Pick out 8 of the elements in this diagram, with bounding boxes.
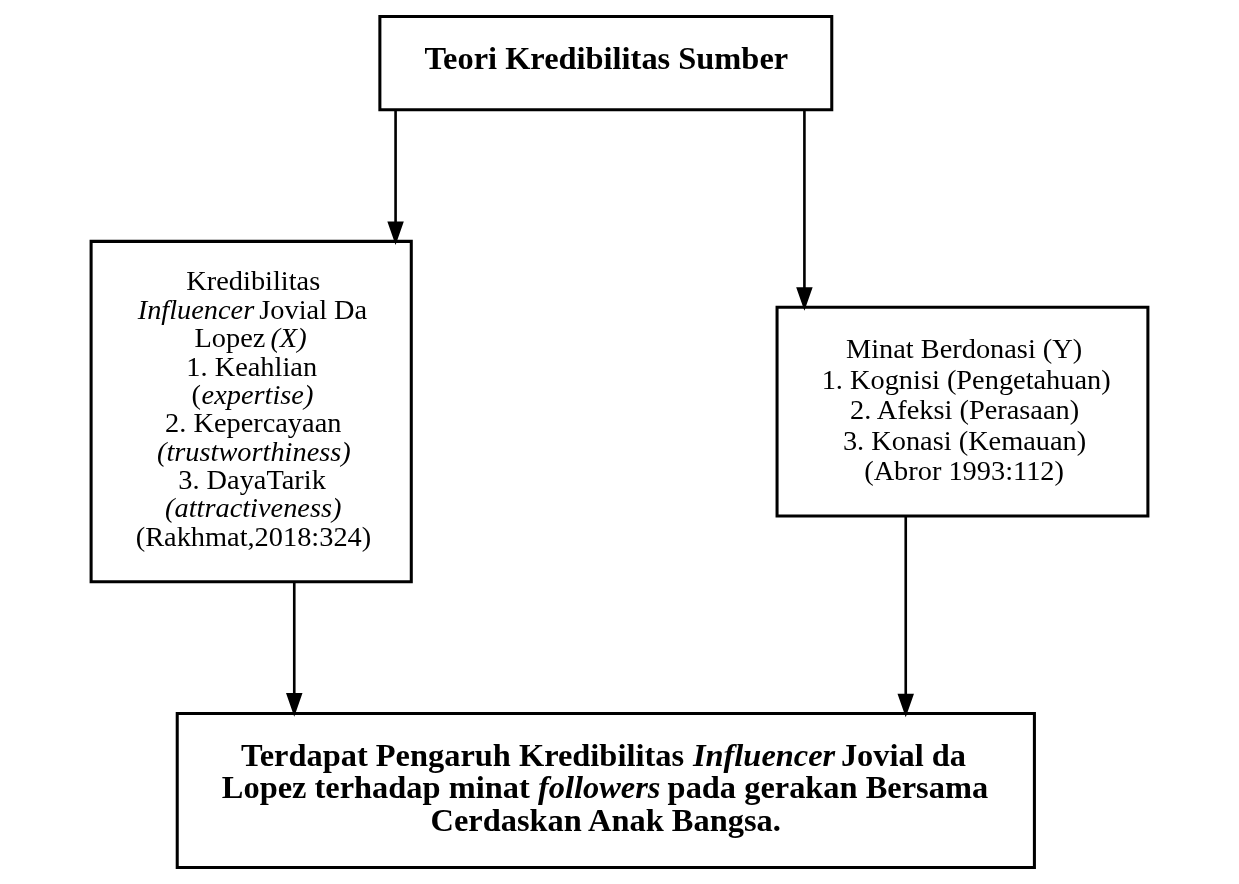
node-box: Kredibilitas Influencer Jovial Da Lopez (X) 1. Keahlian (expertise) 2. Kepercayaan (trustworthiness) 3. DayaTarik (attractiveness) (Rakhmat,2018:324) (89, 239, 413, 584)
node-box: Terdapat Pengaruh Kredibilitas Influencer Jovial da Lopez terhadap minat followers pada gerakan Bersama Cerdaskan Anak Bangsa. (175, 712, 1036, 870)
arrow (387, 110, 404, 245)
node-box: Teori Kredibilitas Sumber (378, 14, 834, 112)
arrow (286, 582, 303, 717)
arrow (796, 110, 813, 311)
arrow (897, 516, 914, 718)
node-box: Minat Berdonasi (Y) 1. Kognisi (Pengetahuan) 2. Afeksi (Perasaan) 3. Konasi (Kemauan) (Abror 1993:112) (775, 305, 1150, 518)
